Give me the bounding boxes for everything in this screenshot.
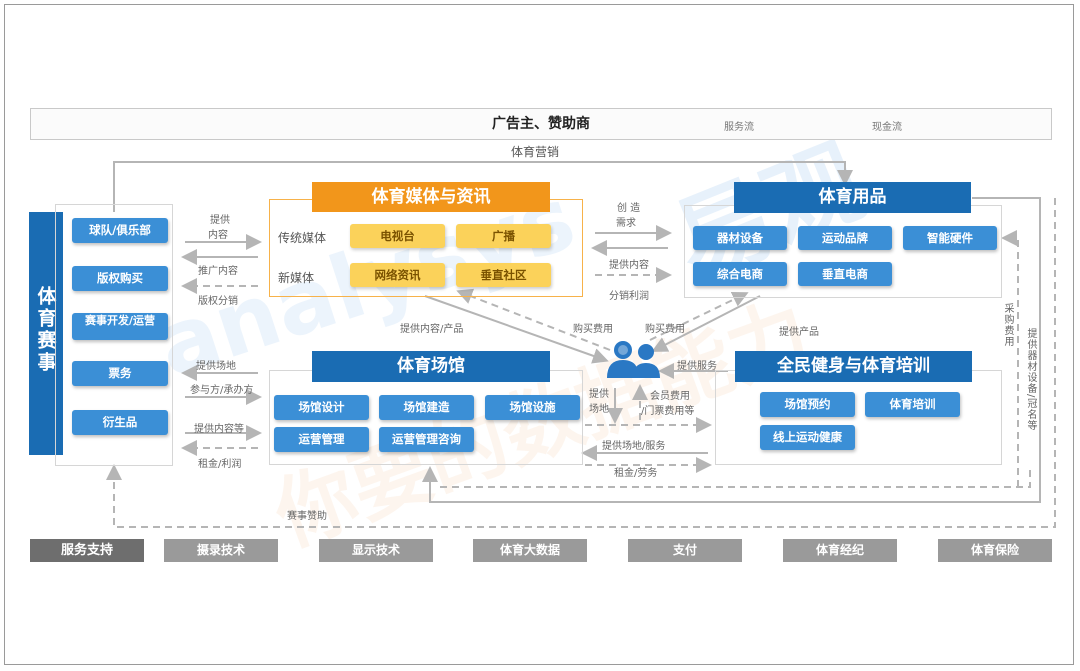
events-title-text: 体育赛事 <box>34 286 57 374</box>
label-provide-2: 提供 <box>589 389 609 400</box>
media-item-vertical-community: 垂直社区 <box>456 263 551 287</box>
events-item-tickets: 票务 <box>72 361 168 386</box>
goods-title: 体育用品 <box>734 182 971 213</box>
support-item-recording: 摄录技术 <box>164 539 278 562</box>
events-panel <box>55 204 173 466</box>
fitness-item-venue-booking: 场馆预约 <box>760 392 855 417</box>
media-item-web-news: 网络资讯 <box>350 263 445 287</box>
venue-title: 体育场馆 <box>312 351 550 382</box>
advertiser-bar: 广告主、赞助商 服务流 现金流 <box>30 108 1052 140</box>
events-item-rights: 版权购买 <box>72 266 168 291</box>
label-promote-content: 推广内容 <box>198 266 238 277</box>
label-sales-profit: 分销利润 <box>609 291 649 302</box>
fitness-panel <box>715 370 1002 465</box>
label-content: 内容 <box>208 230 228 241</box>
legend-service-flow: 服务流 <box>724 122 754 133</box>
media-item-radio: 广播 <box>456 224 551 248</box>
label-provide-venue: 提供场地 <box>196 361 236 372</box>
media-title: 体育媒体与资讯 <box>312 182 550 212</box>
media-traditional-label: 传统媒体 <box>278 231 327 245</box>
fitness-item-online-health: 线上运动健康 <box>760 425 855 450</box>
label-procurement-fee: 采购费用 <box>1002 303 1013 347</box>
media-item-tv: 电视台 <box>350 224 445 248</box>
goods-item-general-ecommerce: 综合电商 <box>693 262 787 286</box>
label-provide-venue-service: 提供场地/服务 <box>602 441 666 452</box>
goods-item-vertical-ecommerce: 垂直电商 <box>798 262 892 286</box>
label-provide-service: 提供服务 <box>677 361 717 372</box>
support-item-bigdata: 体育大数据 <box>473 539 587 562</box>
events-item-operation: 赛事开发/运营 <box>72 313 168 340</box>
goods-item-smart-hardware: 智能硬件 <box>903 226 997 250</box>
label-rent-labor: 租金/劳务 <box>614 468 658 479</box>
label-rights-sales: 版权分销 <box>198 296 238 307</box>
label-rent-profit: 租金/利润 <box>198 459 242 470</box>
label-member-fee: 会员费用 <box>650 391 690 402</box>
label-purchase-fee-1: 购买费用 <box>573 324 613 335</box>
label-venue-2: 场地 <box>589 404 609 415</box>
events-item-club: 球队/俱乐部 <box>72 218 168 243</box>
venue-item-design: 场馆设计 <box>274 395 369 420</box>
marketing-label: 体育营销 <box>511 145 560 159</box>
label-provide-content-product: 提供内容/产品 <box>400 324 464 335</box>
events-title: 体育赛事 <box>29 212 63 455</box>
legend-cash-flow: 现金流 <box>872 122 902 133</box>
label-ticket-fee: /门票费用等 <box>641 406 695 417</box>
outer-frame <box>4 4 1074 665</box>
support-item-insurance: 体育保险 <box>938 539 1052 562</box>
label-provide-content-right: 提供内容 <box>609 260 649 271</box>
label-demand: 需求 <box>616 218 636 229</box>
label-purchase-fee-2: 购买费用 <box>645 324 685 335</box>
goods-item-sports-brand: 运动品牌 <box>798 226 892 250</box>
fitness-title: 全民健身与体育培训 <box>735 351 972 382</box>
label-provide-product: 提供产品 <box>779 327 819 338</box>
fitness-item-training: 体育培训 <box>865 392 960 417</box>
events-item-merch: 衍生品 <box>72 410 168 435</box>
support-item-payment: 支付 <box>628 539 742 562</box>
label-event-sponsor: 赛事赞助 <box>287 511 327 522</box>
venue-item-operation-consulting: 运营管理咨询 <box>379 427 474 452</box>
label-provide-equipment: 提供器材设备/冠名等 <box>1025 328 1036 432</box>
venue-item-operation: 运营管理 <box>274 427 369 452</box>
goods-item-equipment: 器材设备 <box>693 226 787 250</box>
label-provide: 提供 <box>210 215 230 226</box>
label-create: 创 造 <box>617 203 641 214</box>
venue-item-facilities: 场馆设施 <box>485 395 580 420</box>
label-participant: 参与方/承办方 <box>190 385 254 396</box>
media-new-label: 新媒体 <box>278 271 315 285</box>
support-label: 服务支持 <box>30 539 144 562</box>
venue-item-construction: 场馆建造 <box>379 395 474 420</box>
support-item-brokerage: 体育经纪 <box>783 539 897 562</box>
consumer-icon <box>603 338 665 380</box>
advertiser-title: 广告主、赞助商 <box>492 116 590 132</box>
label-provide-content-etc: 提供内容等 <box>194 424 244 435</box>
support-item-display: 显示技术 <box>319 539 433 562</box>
